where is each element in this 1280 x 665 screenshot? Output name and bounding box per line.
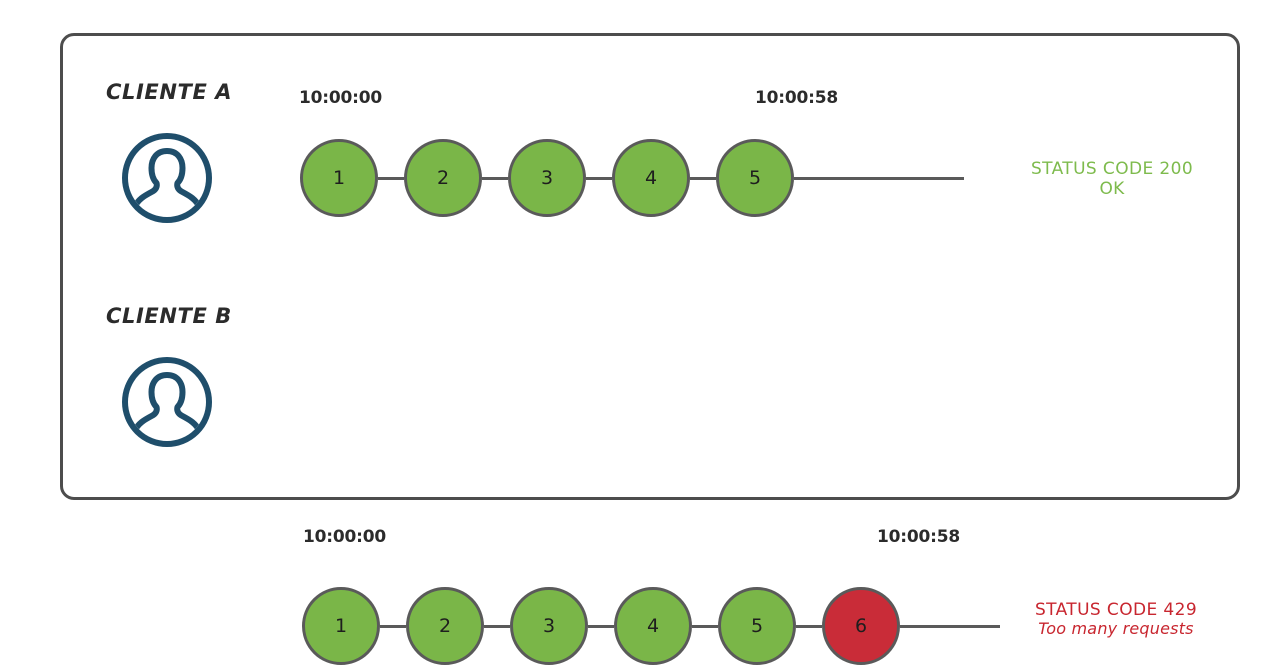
request-node-rejected[interactable]: 6 (822, 587, 900, 665)
request-chain-b: 1 2 3 4 5 6 (302, 587, 1000, 665)
status-badge-a: STATUS CODE 200 OK (1027, 159, 1197, 199)
chain-connector (586, 176, 612, 180)
chain-connector (692, 624, 718, 628)
status-code-text: STATUS CODE 429 (1034, 600, 1198, 620)
status-badge-b: STATUS CODE 429 Too many requests (1026, 600, 1206, 639)
request-chain-a: 1 2 3 4 5 (300, 139, 964, 217)
client-a-label: CLIENTE A (106, 80, 233, 104)
timestamp-b-start: 10:00:00 (303, 527, 386, 547)
status-message-text: OK (1099, 179, 1125, 200)
chain-tail (794, 176, 964, 180)
request-node[interactable]: 2 (404, 139, 482, 217)
client-b-label: CLIENTE B (106, 304, 232, 328)
request-node[interactable]: 2 (406, 587, 484, 665)
chain-connector (588, 624, 614, 628)
timestamp-b-end: 10:00:58 (877, 527, 960, 547)
request-node[interactable]: 1 (300, 139, 378, 217)
chain-connector (796, 624, 822, 628)
chain-tail (900, 624, 1000, 628)
status-message-text: Too many requests (1038, 619, 1194, 639)
request-node[interactable]: 1 (302, 587, 380, 665)
user-avatar-icon (121, 356, 213, 448)
request-node[interactable]: 4 (612, 139, 690, 217)
chain-connector (378, 176, 404, 180)
request-node[interactable]: 5 (718, 587, 796, 665)
chain-connector (482, 176, 508, 180)
request-node[interactable]: 5 (716, 139, 794, 217)
chain-connector (484, 624, 510, 628)
diagram-canvas: CLIENTE A 10:00:00 10:00:58 1 2 3 4 5 (60, 33, 1240, 665)
timestamp-a-end: 10:00:58 (755, 88, 838, 108)
request-node[interactable]: 4 (614, 587, 692, 665)
request-node[interactable]: 3 (508, 139, 586, 217)
timestamp-a-start: 10:00:00 (299, 88, 382, 108)
status-code-text: STATUS CODE 200 (1030, 159, 1194, 179)
chain-connector (690, 176, 716, 180)
user-avatar-icon (121, 132, 213, 224)
chain-connector (380, 624, 406, 628)
diagram-frame (60, 33, 1240, 500)
request-node[interactable]: 3 (510, 587, 588, 665)
